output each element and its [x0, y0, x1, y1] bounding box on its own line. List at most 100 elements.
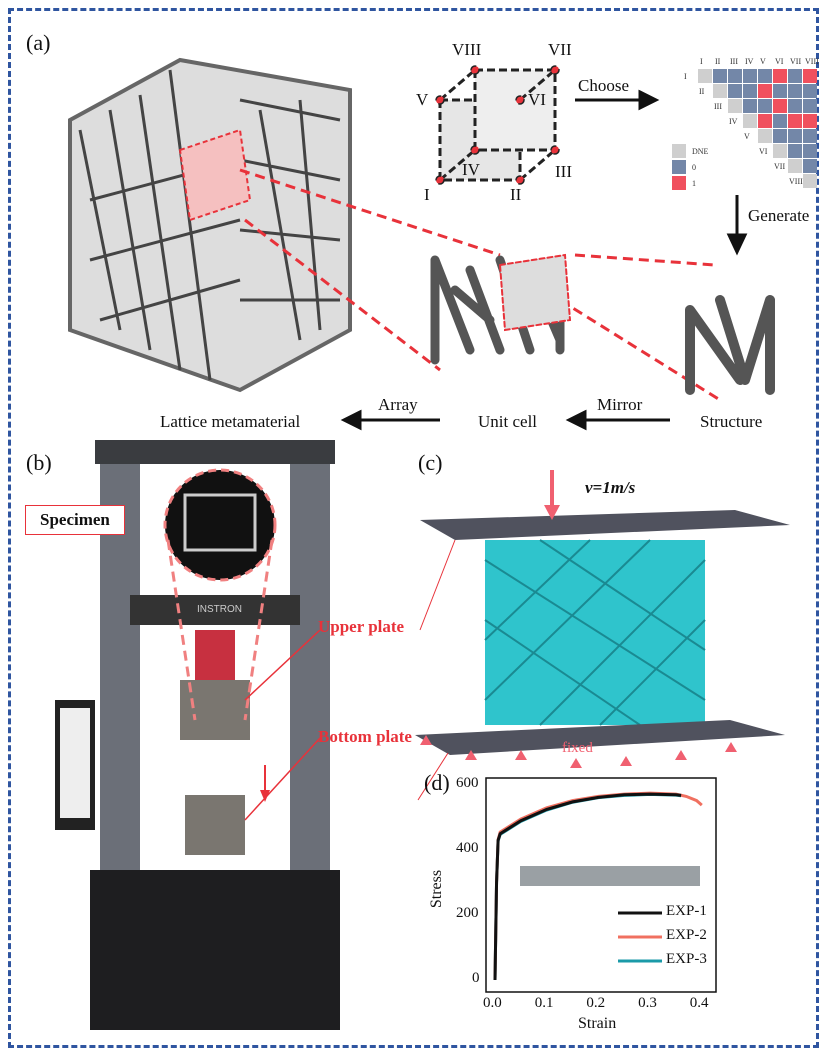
matrix-cell-1: [758, 114, 772, 128]
matrix-row-label: VII: [774, 162, 786, 171]
flow-arrows: [340, 89, 748, 431]
matrix-cell-DNE: [698, 69, 712, 83]
matrix-col-label: VIII: [805, 57, 819, 66]
legend-label: 1: [692, 179, 696, 188]
matrix-cell-0: [713, 69, 727, 83]
plot-frame: [485, 777, 717, 993]
matrix-col-label: II: [715, 57, 721, 66]
matrix-cell-DNE: [803, 174, 817, 188]
fixed-label: fixed: [562, 740, 593, 756]
lattice-label: Lattice metamaterial: [160, 412, 301, 431]
matrix-row-label: IV: [729, 117, 738, 126]
matrix-col-label: IV: [745, 57, 754, 66]
matrix-cell-0: [728, 84, 742, 98]
vertex-label: III: [555, 162, 572, 181]
matrix-col-label: I: [700, 57, 703, 66]
array-label: Array: [378, 395, 418, 414]
matrix-cell-0: [803, 99, 817, 113]
matrix-cell-DNE: [743, 114, 757, 128]
matrix-cell-0: [758, 99, 772, 113]
mirror-label: Mirror: [597, 395, 643, 414]
matrix-cell-1: [788, 114, 802, 128]
structure-label: Structure: [700, 412, 763, 431]
matrix-row-label: VIII: [789, 177, 803, 186]
brand-label: INSTRON: [197, 604, 242, 615]
matrix-cell-0: [803, 144, 817, 158]
specimen-label: Specimen: [25, 505, 125, 535]
matrix-cell-DNE: [773, 144, 787, 158]
matrix-row-label: I: [684, 72, 687, 81]
upper-plate-label: Upper plate: [318, 617, 405, 636]
matrix-row-label: VI: [759, 147, 768, 156]
vertex-label: VII: [548, 40, 572, 59]
matrix-cell-0: [803, 159, 817, 173]
y-tick-label: 400: [456, 840, 479, 856]
specimen-inset-image: [520, 866, 700, 886]
lattice-metamaterial-image: [68, 57, 352, 393]
matrix-col-label: III: [730, 57, 738, 66]
vertex-label: VIII: [452, 40, 482, 59]
matrix-cell-1: [773, 69, 787, 83]
matrix-col-label: VII: [790, 57, 802, 66]
y-tick-label: 0: [472, 970, 480, 986]
y-tick-label: 200: [456, 905, 479, 921]
vertex-label: IV: [462, 160, 480, 179]
vertex-label: VI: [528, 90, 546, 109]
legend-label: DNE: [692, 147, 709, 156]
matrix-cell-0: [743, 84, 757, 98]
matrix-cell-0: [773, 114, 787, 128]
matrix-cell-0: [773, 84, 787, 98]
panel-label-b: (b): [26, 450, 52, 475]
matrix-cell-0: [758, 69, 772, 83]
generate-label: Generate: [748, 206, 810, 225]
matrix-row-label: V: [744, 132, 750, 141]
legend-swatch: [672, 160, 686, 174]
matrix-cell-0: [788, 69, 802, 83]
legend-swatch: [672, 176, 686, 190]
legend-label: EXP-2: [666, 927, 707, 943]
matrix-cell-1: [758, 84, 772, 98]
legend-label: EXP-1: [666, 903, 707, 919]
y-tick-label: 600: [456, 775, 479, 791]
bottom-plate-label: Bottom plate: [318, 727, 412, 746]
series-line-EXP-1: [493, 792, 682, 981]
matrix-cell-1: [803, 69, 817, 83]
matrix-cell-0: [743, 69, 757, 83]
unit-cell-label: Unit cell: [478, 412, 538, 431]
x-tick-label: 0.1: [534, 995, 554, 1011]
structure-image: [685, 295, 775, 395]
panel-label-a: (a): [26, 30, 51, 55]
matrix-col-label: V: [760, 57, 766, 66]
vertex-label: V: [416, 90, 429, 109]
series-line-EXP-3: [493, 792, 682, 981]
x-tick-label: 0.0: [483, 995, 502, 1011]
matrix-cell-0: [743, 99, 757, 113]
legend-swatch: [672, 144, 686, 158]
matrix-cell-0: [773, 129, 787, 143]
matrix-cell-0: [728, 69, 742, 83]
x-tick-label: 0.4: [689, 995, 709, 1011]
panel-label-d: (d): [424, 770, 450, 795]
legend-label: EXP-3: [666, 951, 707, 967]
choose-label: Choose: [578, 76, 629, 95]
x-tick-label: 0.2: [586, 995, 606, 1011]
unit-cell-image: [430, 253, 572, 365]
legend-label: 0: [692, 163, 696, 172]
matrix-cell-0: [803, 84, 817, 98]
matrix-cell-0: [803, 129, 817, 143]
x-axis-label: Strain: [578, 1015, 617, 1032]
matrix-cell-DNE: [728, 99, 742, 113]
matrix-col-label: VI: [775, 57, 784, 66]
matrix-cell-1: [773, 99, 787, 113]
matrix-cell-0: [788, 84, 802, 98]
vertex-label: II: [510, 185, 522, 204]
y-axis-label: Stress: [428, 869, 446, 909]
dashed-border: [8, 8, 819, 1048]
matrix-cell-DNE: [713, 84, 727, 98]
matrix-row-label: II: [699, 87, 705, 96]
x-tick-label: 0.3: [638, 995, 657, 1011]
velocity-label: v=1m/s: [585, 478, 636, 497]
